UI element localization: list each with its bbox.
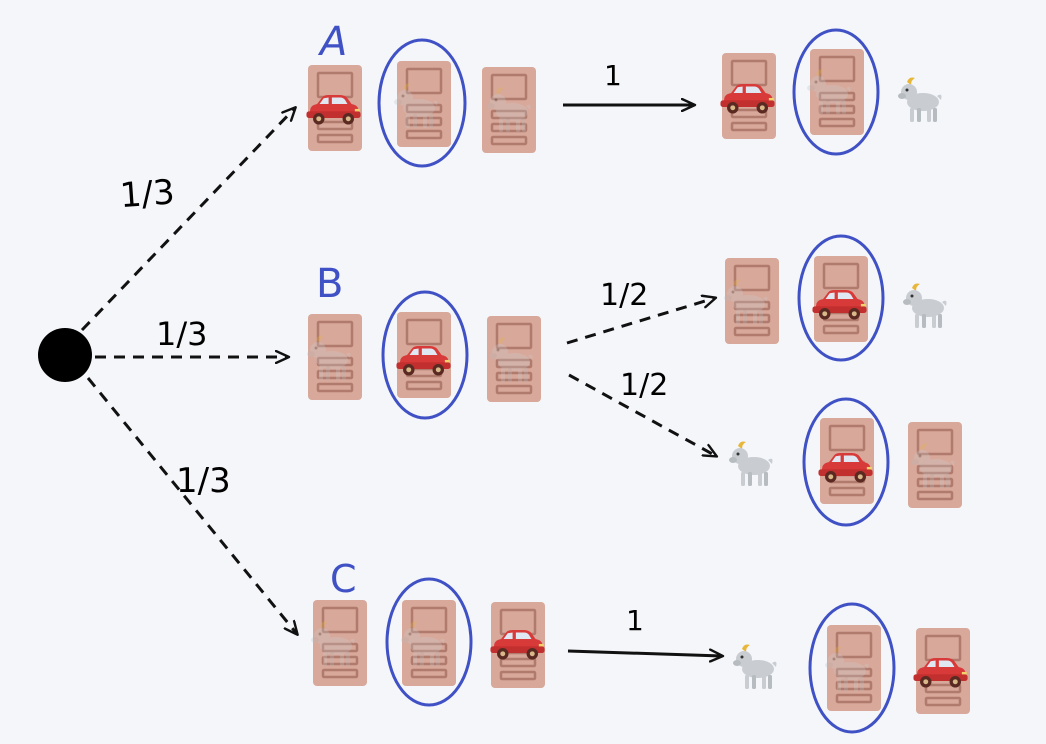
branch-letter-b: B [316,261,343,307]
branch-prob-c: 1/3 [176,461,231,501]
branch-arrow-c [86,377,297,634]
outcome-prob-a: 1 [604,59,622,92]
outcome-prob-c: 1 [626,604,644,637]
outcome-arrow-b1 [566,298,715,345]
chosen-door-circle [797,234,885,362]
chosen-door-circle [792,28,880,156]
goat-icon [733,644,777,689]
outcome-arrow-b2 [568,373,716,456]
branch-prob-b: 1/3 [156,315,208,353]
goat-icon [903,283,947,328]
goat-icon [729,441,773,486]
start-node [38,328,92,382]
chosen-door-circle [802,397,890,527]
chosen-door-circle [385,577,473,707]
chosen-door-circle [381,290,469,420]
branch-letter-c: C [330,557,357,601]
chosen-door-circle [377,38,467,168]
outcome-arrow-c [567,651,722,656]
outcome-prob-b2: 1/2 [620,368,668,403]
goat-icon [898,77,942,122]
branch-prob-a: 1/3 [119,172,176,216]
branch-arrow-a [80,108,295,332]
branch-letter-a: A [317,19,347,65]
chosen-door-circle [808,602,896,734]
outcome-prob-b1: 1/2 [600,278,648,313]
